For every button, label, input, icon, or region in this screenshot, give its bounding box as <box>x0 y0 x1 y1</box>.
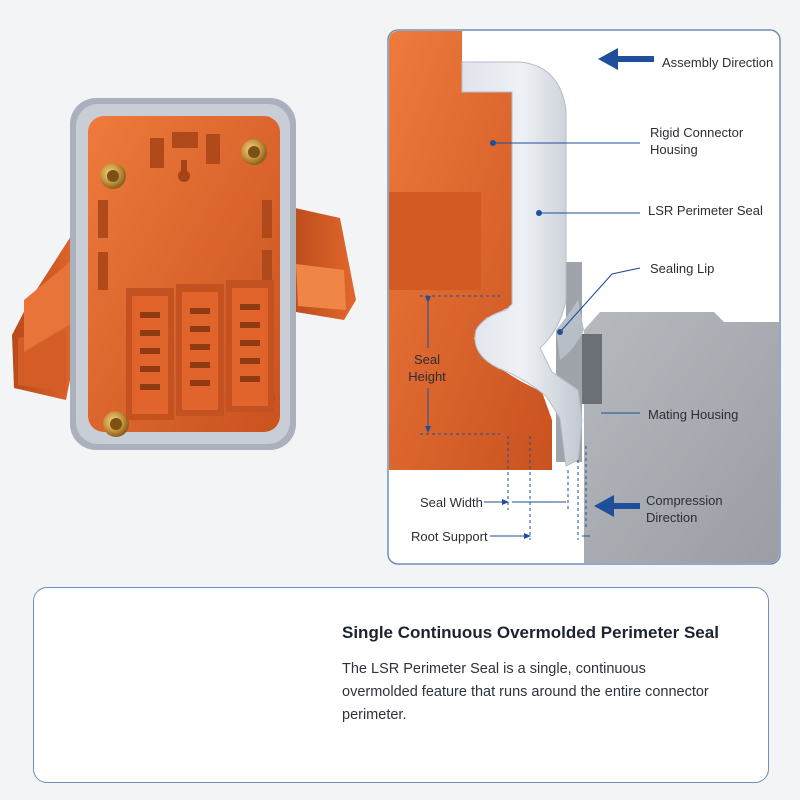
assembly-direction-label: Assembly Direction <box>662 55 774 70</box>
rigid-connector-housing-label: Rigid Connector Housing <box>650 125 744 157</box>
pin-cavity-block <box>126 280 274 420</box>
compression-direction-arrow <box>594 495 640 517</box>
mating-housing-label: Mating Housing <box>648 407 739 422</box>
info-body: The LSR Perimeter Seal is a single, cont… <box>342 661 709 723</box>
seal-height-label: Seal Height <box>408 352 446 384</box>
seal-width-label: Seal Width <box>420 495 483 510</box>
connector-3d-view <box>12 98 356 450</box>
lsr-perimeter-seal-label: LSR Perimeter Seal <box>648 203 763 218</box>
assembly-direction-arrow <box>598 48 654 70</box>
mating-housing-section <box>584 312 779 563</box>
cross-section-panel <box>387 29 781 565</box>
info-card <box>33 587 769 783</box>
info-title: Single Continuous Overmolded Perimeter S… <box>342 623 719 642</box>
lsr-seal-section <box>461 61 583 467</box>
sealing-lip-label: Sealing Lip <box>650 261 715 276</box>
root-support-label: Root Support <box>411 529 488 544</box>
dimension-lines <box>420 295 590 540</box>
leader-lines <box>490 140 641 414</box>
compression-direction-label: Compression Direction <box>646 493 723 525</box>
